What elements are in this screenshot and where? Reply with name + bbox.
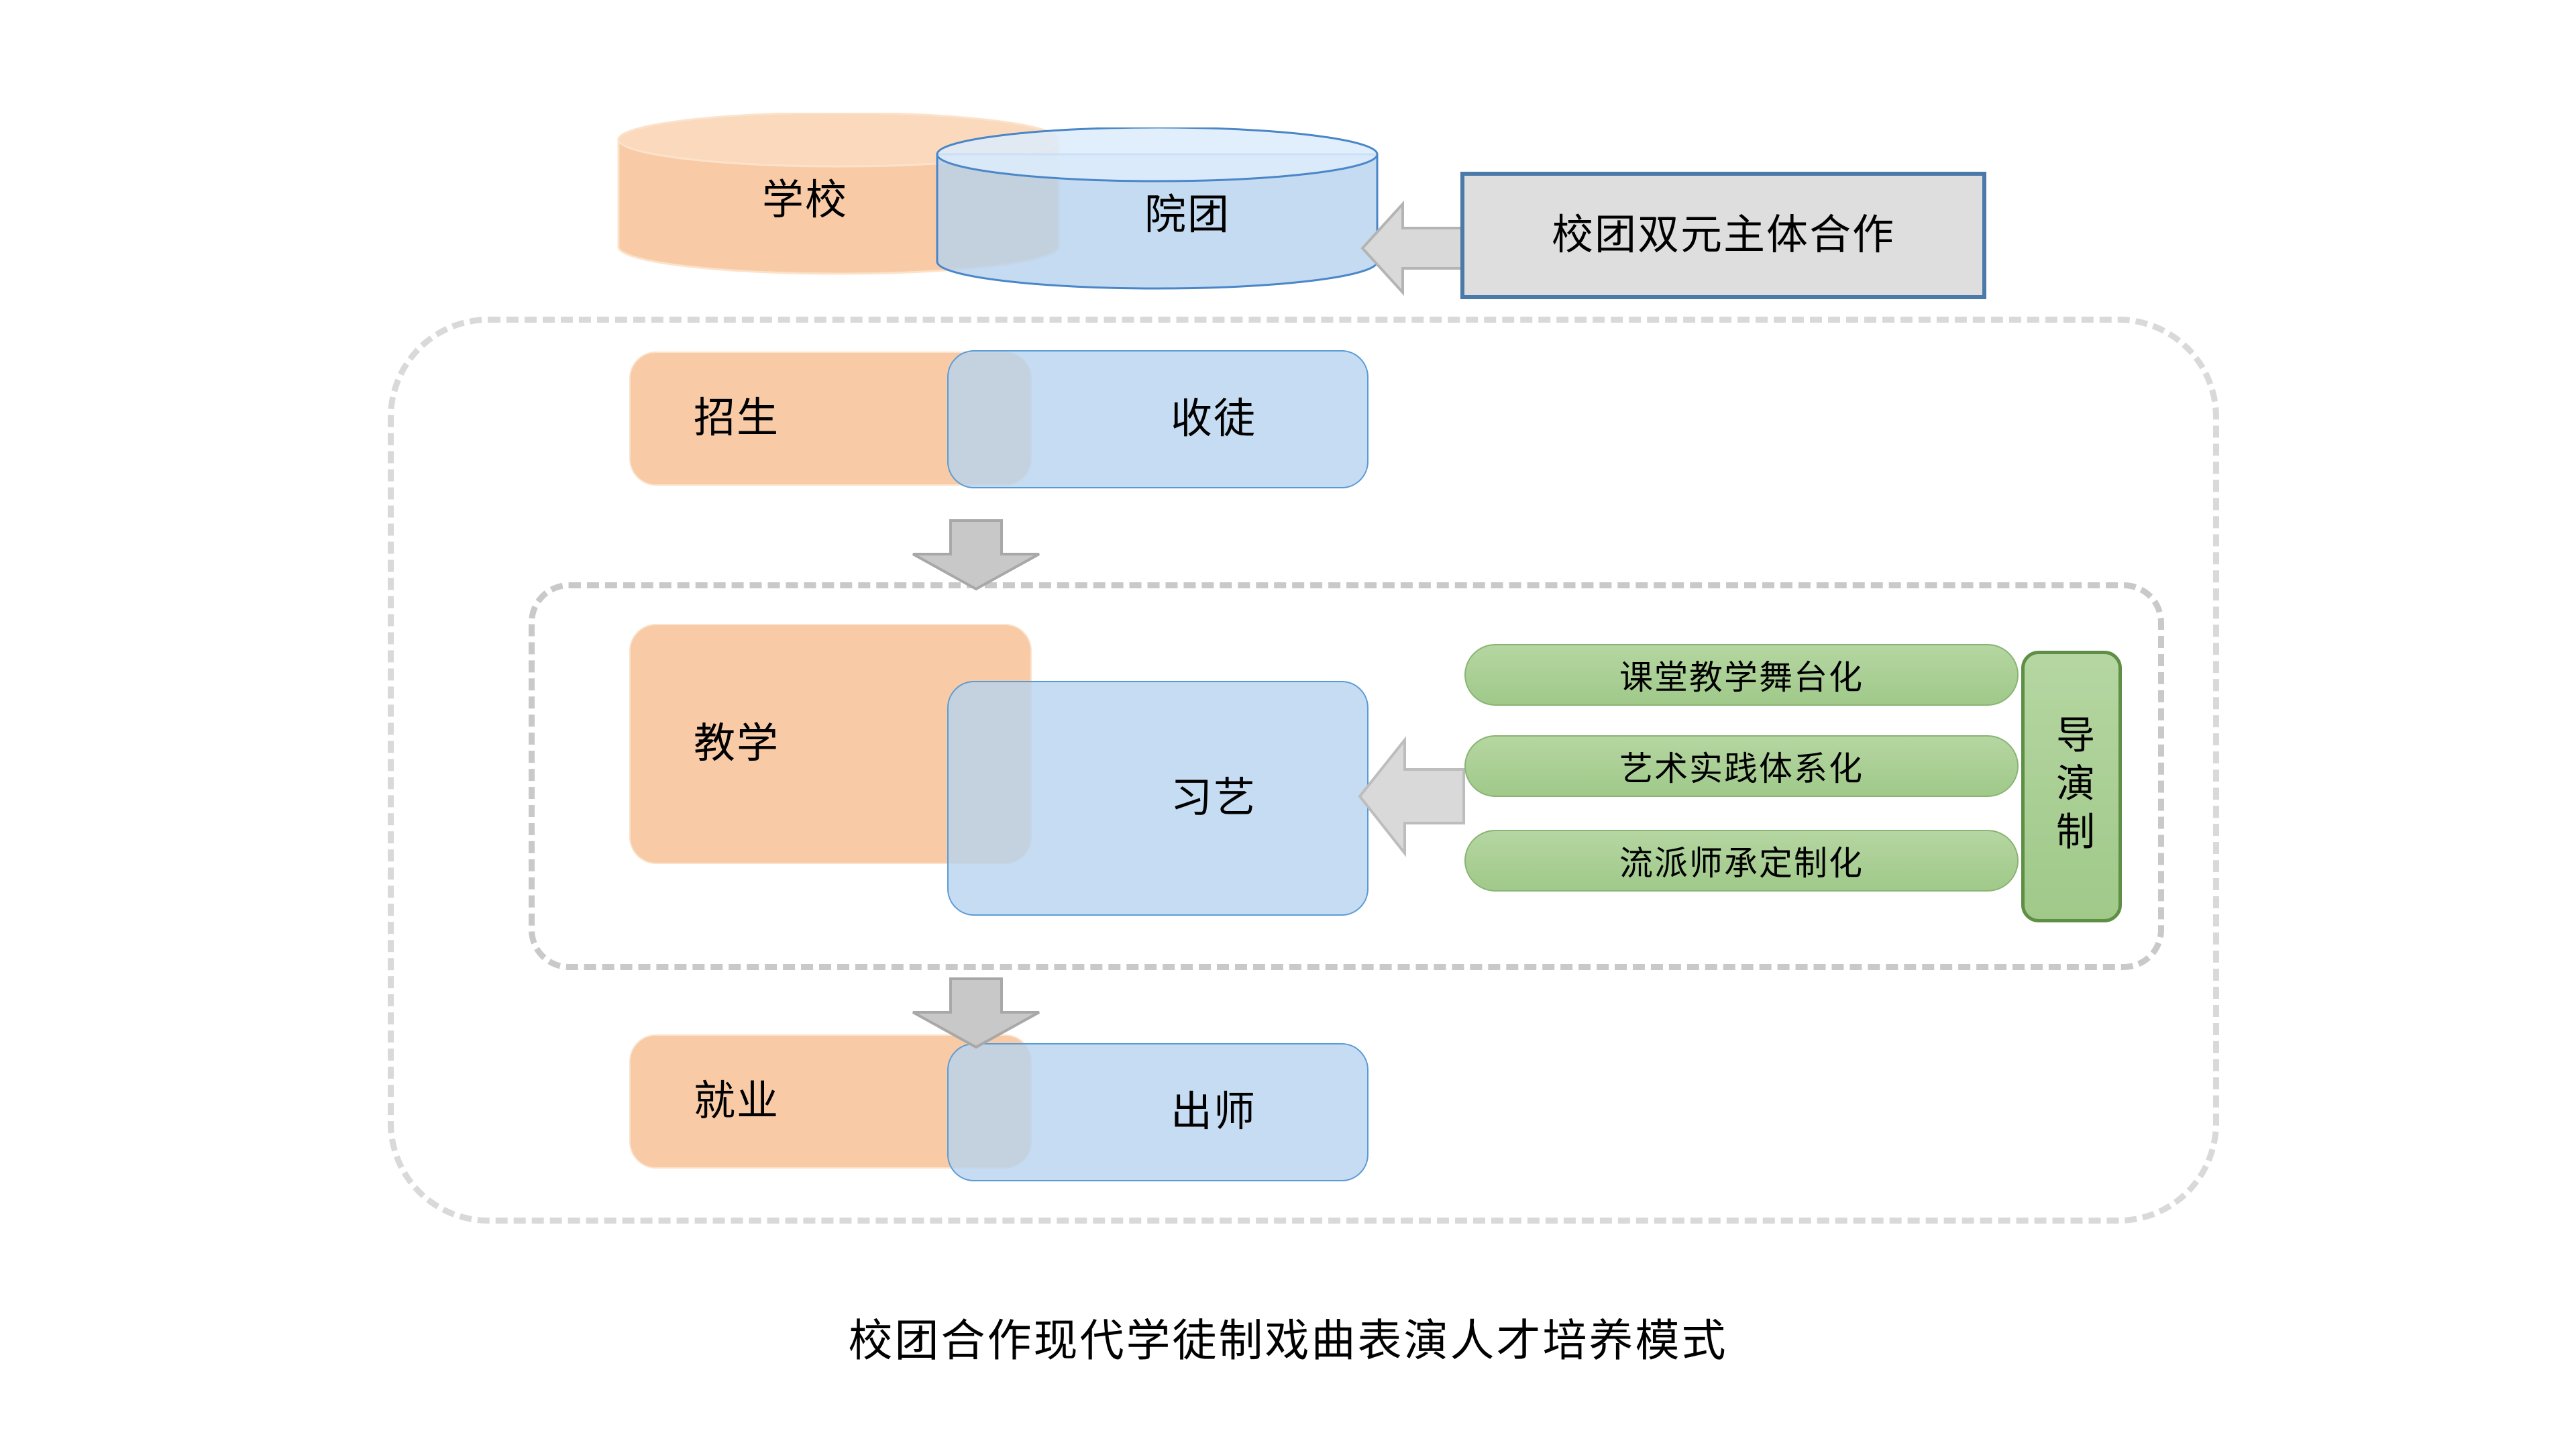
cylinder-school-label: 学校 [761, 177, 848, 223]
cylinder-troupe-label: 院团 [1144, 192, 1230, 238]
arrow-left-icon-callout [1358, 195, 1466, 305]
feature-pill-2-label: 流派师承定制化 [1619, 845, 1864, 882]
cylinder-troupe[interactable] [936, 127, 1379, 295]
callout-box[interactable]: 校团双元主体合作 [1460, 172, 1986, 299]
callout-label: 校团双元主体合作 [1551, 212, 1895, 258]
diagram-caption: 校团合作现代学徒制戏曲表演人才培养模式 [848, 1316, 1728, 1365]
outer-dashed-container [388, 317, 2219, 1224]
stage-row-1-right-label: 习艺 [1170, 775, 1256, 821]
arrow-down-icon-1 [909, 976, 1043, 1053]
inner-dashed-container [529, 582, 2164, 970]
stage-row-2-right-label: 出师 [1170, 1089, 1256, 1135]
cylinder-troupe-shape [936, 127, 1379, 290]
stage-row-1-right-box[interactable]: 习艺 [947, 681, 1368, 916]
feature-pill-2[interactable]: 流派师承定制化 [1464, 830, 2019, 892]
stage-row-1-left-label: 教学 [693, 720, 780, 767]
director-system-label: 导演制 [2050, 714, 2094, 859]
feature-pill-1[interactable]: 艺术实践体系化 [1464, 735, 2019, 797]
feature-pill-0[interactable]: 课堂教学舞台化 [1464, 644, 2019, 706]
stage-row-0-right-label: 收徒 [1170, 396, 1256, 442]
feature-pill-1-label: 艺术实践体系化 [1619, 750, 1864, 788]
arrow-left-icon-features [1356, 735, 1467, 862]
stage-row-2-left-label: 就业 [693, 1078, 780, 1124]
feature-pill-0-label: 课堂教学舞台化 [1619, 659, 1864, 696]
stage-row-0-left-label: 招生 [693, 395, 780, 441]
director-system-box[interactable]: 导演制 [2021, 651, 2122, 922]
stage-row-0-right-box[interactable]: 收徒 [947, 350, 1368, 488]
arrow-down-icon-0 [909, 518, 1043, 595]
stage-row-2-right-box[interactable]: 出师 [947, 1043, 1368, 1181]
